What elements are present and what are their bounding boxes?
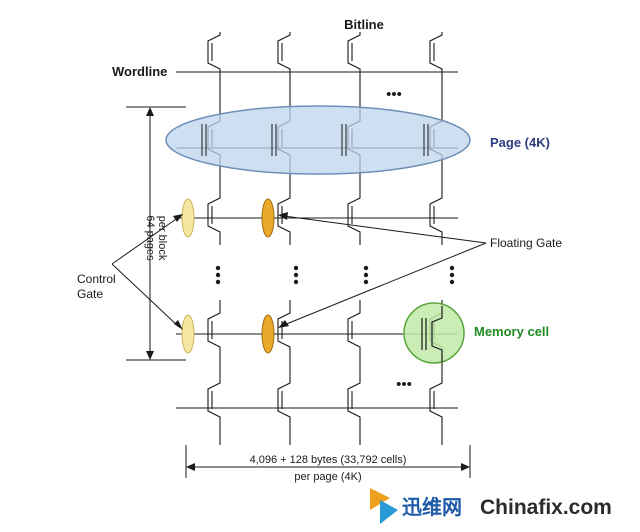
vertical-dot <box>363 272 369 278</box>
floating-gate-label: Floating Gate <box>490 236 562 250</box>
watermark-brand-en: Chinafix.com <box>480 496 612 519</box>
memory-cell-circle <box>403 302 465 364</box>
watermark: 迅维网 Chinafix.com <box>370 488 612 524</box>
vertical-ellipsis <box>215 265 455 285</box>
ellipsis-top: ••• <box>386 86 402 103</box>
vertical-dot <box>215 265 221 271</box>
wordline-label: Wordline <box>112 64 167 79</box>
control-gate-label-2: Gate <box>77 287 103 301</box>
page-label: Page (4K) <box>490 135 550 150</box>
page-row-gates <box>201 124 429 156</box>
floating-gate-dark <box>261 198 275 238</box>
pages-per-block-dimension <box>126 106 186 361</box>
floating-gate-light <box>181 198 195 238</box>
watermark-brand-cn: 迅维网 <box>402 495 462 519</box>
bytes-per-page-label-2: per page (4K) <box>294 471 361 483</box>
bitline-label: Bitline <box>344 17 384 32</box>
bitline-string-1 <box>207 32 221 445</box>
vertical-dot <box>215 272 221 278</box>
pages-per-block-label-2: per block <box>156 216 168 261</box>
floating-gate-light <box>181 314 195 354</box>
vertical-dot <box>449 272 455 278</box>
vertical-dot <box>449 265 455 271</box>
vertical-dot <box>293 272 299 278</box>
vertical-dot <box>449 279 455 285</box>
pages-per-block-label-1: 64 pages <box>144 215 156 261</box>
floating-gate-dark <box>261 314 275 354</box>
memory-cell-label: Memory cell <box>474 324 549 339</box>
vertical-dot <box>363 279 369 285</box>
pointer-lines <box>111 215 487 328</box>
vertical-dot <box>293 279 299 285</box>
page-ellipse <box>165 105 471 175</box>
ellipsis-bottom: ••• <box>396 376 412 393</box>
vertical-dot <box>215 279 221 285</box>
vertical-dot <box>363 265 369 271</box>
bitline-string-4 <box>429 32 443 445</box>
pointer-arrowheads <box>173 212 289 330</box>
bytes-per-page-label-1: 4,096 + 128 bytes (33,792 cells) <box>250 454 407 466</box>
cell-channel <box>431 306 443 362</box>
bitline-string-2 <box>277 32 291 445</box>
vertical-dot <box>293 265 299 271</box>
memory-cell-transistor <box>421 306 443 362</box>
bytes-per-page-dimension <box>185 445 471 478</box>
floating-gates <box>181 198 275 354</box>
bitline-string-3 <box>347 32 361 445</box>
control-gate-label-1: Control <box>77 272 116 286</box>
